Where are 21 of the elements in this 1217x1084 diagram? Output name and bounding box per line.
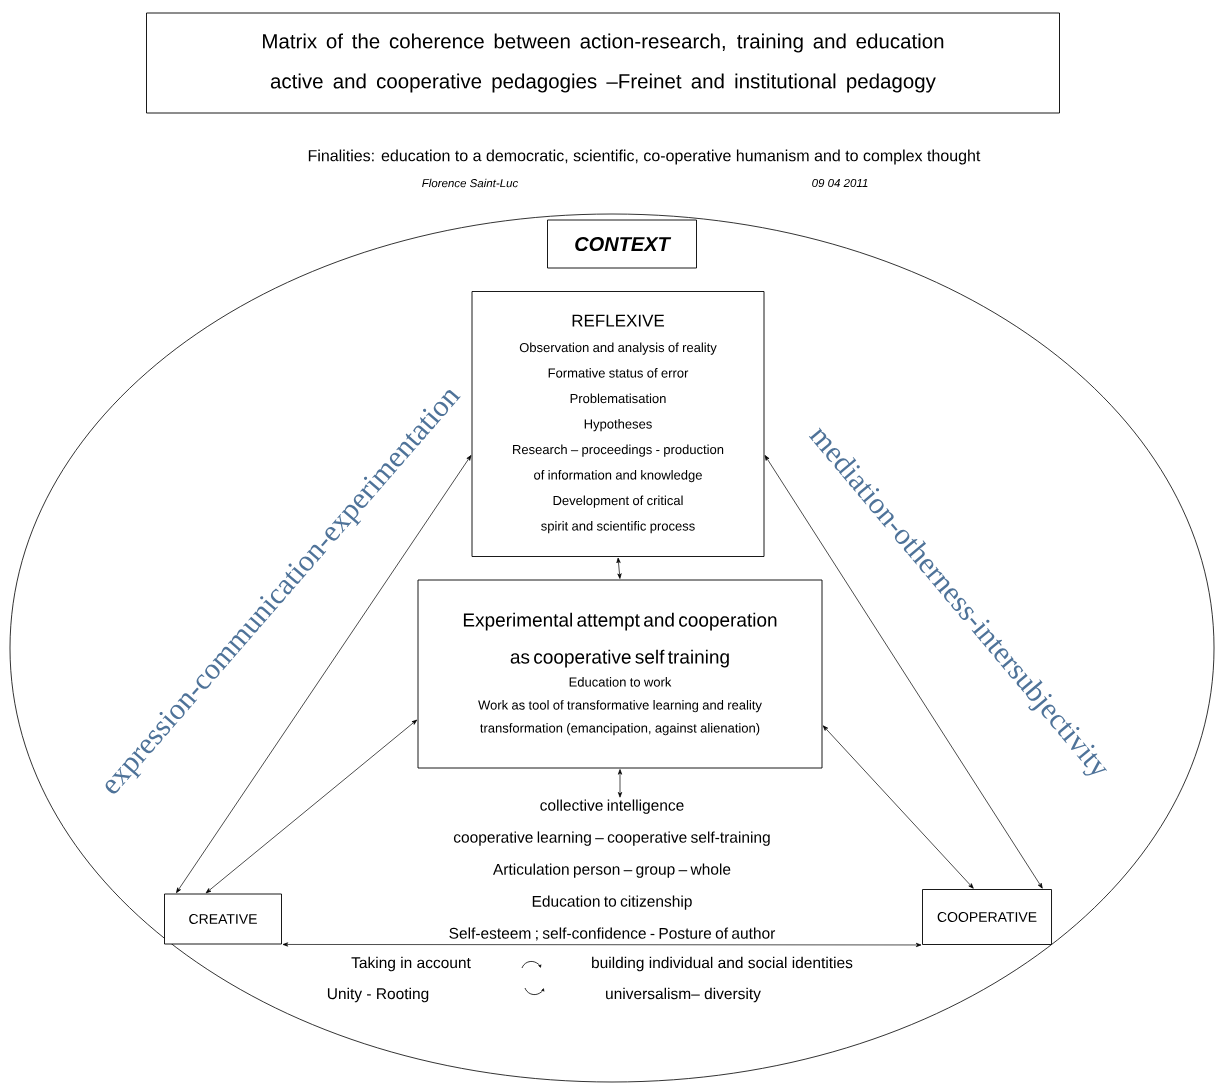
arrow: [822, 725, 974, 889]
subtitle-text: Finalities: education to a democratic, scientific, co-operative humanism and to complex thought: [308, 149, 981, 165]
context-box: CONTEXT: [547, 219, 697, 269]
caption-text: Unity - Rooting: [327, 987, 429, 1003]
arrow: [617, 769, 623, 798]
arrow: [764, 455, 1043, 889]
arrow: [205, 719, 418, 894]
date-text: 09 04 2011: [812, 178, 868, 188]
arrow: [176, 455, 472, 894]
title-box: Matrix of the coherence between action-research, training and education active and cooperative pedagogies –Freinet and institutional pedagogy: [146, 12, 1060, 114]
process-box: Experimental attempt and cooperation as cooperative self training Education to work Work as tool of transformative learning and reality transformation (emancipation, against alienation): [417, 579, 823, 769]
context-ellipse: [9, 213, 1215, 1083]
pole-box: CREATIVE: [164, 893, 282, 945]
caption-text: building individual and social identities: [592, 956, 853, 972]
caption-text: universalism– diversity: [606, 987, 761, 1003]
process-box: REFLEXIVE Observation and analysis of reality Formative status of error Problematisation Hypotheses Research – proceedings - production of information and knowledge Development of critical spirit and scientific process: [471, 291, 765, 557]
author-name: Florence Saint-Luc: [422, 178, 519, 188]
arrow: [616, 557, 622, 579]
arrow: [282, 942, 922, 948]
caption-text: Taking in account: [351, 956, 471, 972]
pole-box: COOPERATIVE: [922, 889, 1052, 945]
